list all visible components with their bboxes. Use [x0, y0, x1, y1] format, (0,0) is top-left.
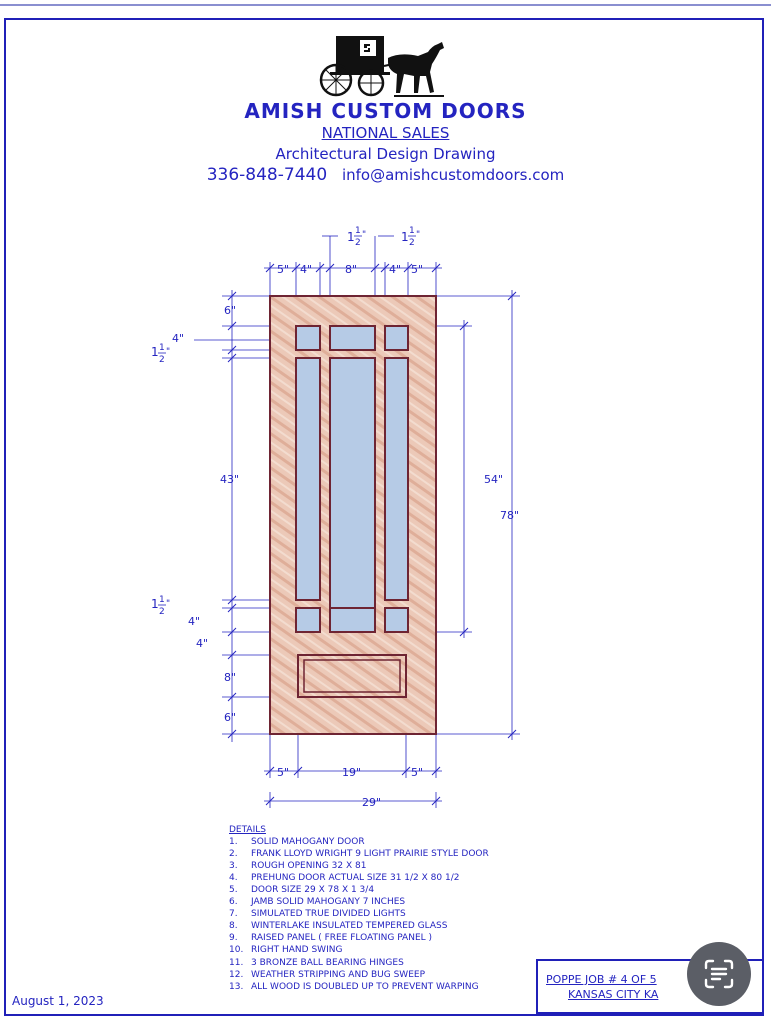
- inch-mark: ": [166, 347, 170, 357]
- dim-stile-bottom-right: 5": [411, 766, 423, 779]
- dim-door-height: 78": [500, 509, 519, 522]
- dim-stile-top-left: 5": [277, 263, 289, 276]
- job-number: POPPE JOB # 4 OF 5: [546, 973, 657, 986]
- dim-center-top: 8": [345, 263, 357, 276]
- sheet-border: [4, 18, 764, 1016]
- glass-lite: [384, 325, 409, 351]
- sales-subtitle-text: NATIONAL SALES: [321, 124, 450, 142]
- dim-lock-rail: 4": [196, 637, 208, 650]
- dim-stile-bottom-left: 5": [277, 766, 289, 779]
- glass-lite: [295, 607, 321, 633]
- dim-mullion-right: 4": [389, 263, 401, 276]
- details-list: DETAILS 1.SOLID MAHOGANY DOOR 2.FRANK LL…: [229, 824, 489, 993]
- list-item: 2.FRANK LLOYD WRIGHT 9 LIGHT PRAIRIE STY…: [229, 849, 489, 860]
- dim-bottom-lite: 4": [188, 615, 200, 628]
- list-item: 1.SOLID MAHOGANY DOOR: [229, 837, 365, 848]
- details-title: DETAILS: [229, 825, 266, 835]
- dim-stile-top-right: 5": [411, 263, 423, 276]
- list-item: 11.3 BRONZE BALL BEARING HINGES: [229, 957, 404, 968]
- dim-divider-upper: 1: [151, 345, 159, 359]
- text-scan-icon: [704, 959, 734, 989]
- glass-lite: [329, 607, 376, 633]
- drawing-type: Architectural Design Drawing: [275, 145, 496, 163]
- raised-panel-inner: [303, 659, 401, 693]
- title-block: POPPE JOB # 4 OF 5 KANSAS CITY KA: [536, 959, 762, 1014]
- frac-den: 2: [355, 238, 361, 248]
- top-rule: [0, 4, 771, 6]
- phone-number: 336-848-7440: [206, 165, 328, 185]
- list-item: 7.SIMULATED TRUE DIVIDED LIGHTS: [229, 909, 406, 920]
- job-location: KANSAS CITY KA: [568, 988, 659, 1001]
- dimension-tick-marks: [227, 263, 517, 806]
- dim-top-rail: 6": [224, 304, 236, 317]
- brand-name: AMISH CUSTOM DOORS: [244, 99, 527, 123]
- glass-lite: [384, 607, 409, 633]
- list-item: 4.PREHUNG DOOR ACTUAL SIZE 31 1/2 X 80 1…: [229, 873, 460, 884]
- dim-lite-overall: 54": [484, 473, 503, 486]
- dim-center-bottom: 19": [342, 766, 361, 779]
- frac-num: 1: [355, 226, 361, 236]
- glass-lite: [329, 325, 376, 351]
- door-elevation: [269, 295, 437, 735]
- dim-glass-height: 43": [220, 473, 239, 486]
- inch-mark: ": [166, 599, 170, 609]
- dim-door-width: 29": [362, 796, 381, 809]
- dim-top-lite: 4": [172, 332, 184, 345]
- list-item: 10.RIGHT HAND SWING: [229, 945, 343, 956]
- inch-mark: ": [362, 230, 366, 240]
- raised-panel: [297, 654, 407, 698]
- list-item: 3.ROUGH OPENING 32 X 81: [229, 861, 367, 872]
- dim-bottom-rail: 6": [224, 711, 236, 724]
- email-address: info@amishcustomdoors.com: [341, 166, 565, 184]
- glass-lite: [295, 325, 321, 351]
- list-item: 6.JAMB SOLID MAHOGANY 7 INCHES: [229, 897, 406, 908]
- dim-divider-lower: 1: [151, 597, 159, 611]
- contact-line: 336-848-7440 info@amishcustomdoors.com: [0, 165, 771, 185]
- drawing-date: August 1, 2023: [12, 994, 104, 1008]
- frac-den: 2: [159, 355, 165, 365]
- horse-and-buggy-logo: [319, 36, 444, 97]
- list-item: 9.RAISED PANEL ( FREE FLOATING PANEL ): [229, 933, 433, 944]
- glass-lite: [384, 357, 409, 601]
- list-item: 12.WEATHER STRIPPING AND BUG SWEEP: [229, 969, 425, 980]
- dim-panel-height: 8": [224, 671, 236, 684]
- dim-divider-left-top: 1: [347, 230, 355, 244]
- sales-subtitle: NATIONAL SALES: [0, 124, 771, 142]
- frac-den: 2: [409, 238, 415, 248]
- list-item: 13.ALL WOOD IS DOUBLED UP TO PREVENT WAR…: [229, 981, 479, 992]
- text-scan-button[interactable]: [687, 942, 751, 1006]
- list-item: 8.WINTERLAKE INSULATED TEMPERED GLASS: [229, 921, 448, 932]
- list-item: 5.DOOR SIZE 29 X 78 X 1 3/4: [229, 885, 375, 896]
- inch-mark: ": [416, 230, 420, 240]
- frac-num: 1: [159, 343, 165, 353]
- glass-lite: [329, 357, 376, 609]
- frac-num: 1: [159, 595, 165, 605]
- frac-den: 2: [159, 607, 165, 617]
- dimension-labels: 5" 4" 8" 4" 5" 1 1 2 " 1 1 2 " 6" 4" 1 1…: [151, 226, 519, 809]
- frac-num: 1: [409, 226, 415, 236]
- glass-lite: [295, 357, 321, 601]
- dim-mullion-left: 4": [300, 263, 312, 276]
- dim-divider-right-top: 1: [401, 230, 409, 244]
